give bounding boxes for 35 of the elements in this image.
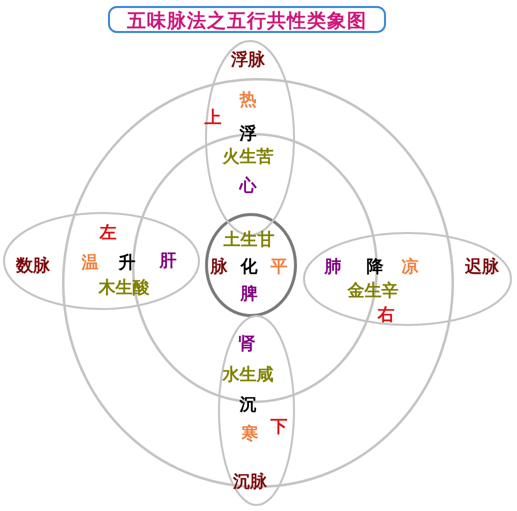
text-label: 降 bbox=[366, 257, 384, 277]
text-label: 左 bbox=[100, 223, 116, 243]
text-label: 脉 bbox=[210, 257, 228, 277]
text-label: 浮脉 bbox=[231, 50, 265, 70]
ellipse-region bbox=[3, 212, 200, 310]
text-label: 温 bbox=[82, 253, 98, 273]
text-label: 右 bbox=[378, 305, 394, 325]
text-label: 化 bbox=[240, 257, 258, 277]
text-label: 沉脉 bbox=[233, 472, 267, 492]
text-label: 心 bbox=[240, 176, 256, 196]
text-label: 上 bbox=[204, 108, 222, 128]
text-label: 寒 bbox=[242, 424, 258, 444]
text-label: 木生酸 bbox=[98, 278, 150, 298]
text-label: 数脉 bbox=[16, 256, 50, 276]
text-label: 升 bbox=[118, 253, 136, 273]
text-label: 下 bbox=[270, 417, 288, 437]
text-label: 热 bbox=[240, 90, 256, 110]
text-label: 平 bbox=[270, 257, 288, 277]
center-circle bbox=[205, 213, 297, 317]
text-label: 迟脉 bbox=[465, 257, 499, 277]
text-label: 火生苦 bbox=[222, 147, 274, 167]
text-label: 浮 bbox=[240, 124, 256, 144]
title-banner: 五味脉法之五行共性类象图 bbox=[108, 6, 386, 33]
text-label: 肝 bbox=[160, 251, 176, 271]
ellipse-region bbox=[218, 315, 295, 506]
text-label: 脾 bbox=[240, 284, 258, 304]
ellipse-region bbox=[303, 232, 512, 326]
text-label: 肺 bbox=[324, 257, 342, 277]
text-label: 土生甘 bbox=[224, 230, 274, 250]
outer-ring bbox=[62, 78, 454, 488]
text-label: 水生咸 bbox=[222, 365, 274, 385]
text-label: 肾 bbox=[238, 334, 256, 354]
text-label: 沉 bbox=[240, 395, 256, 415]
text-label: 凉 bbox=[402, 257, 418, 277]
text-label: 金生辛 bbox=[348, 281, 398, 301]
